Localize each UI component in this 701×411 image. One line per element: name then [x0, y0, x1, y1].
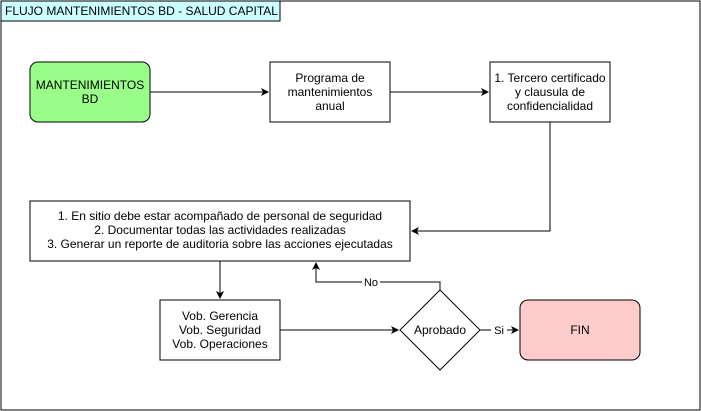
edge-label-no-text: No [364, 277, 378, 289]
node-start-line-1: MANTENIMIENTOS [36, 78, 144, 92]
edge-label-no-bg [362, 275, 380, 289]
node-start-line-2: BD [82, 92, 99, 106]
title-box [0, 0, 281, 22]
node-end[interactable]: FIN [519, 299, 641, 361]
node-decision[interactable]: Aprobado [399, 289, 481, 371]
node-requirements-line-2: 2. Documentar todas las actividades real… [94, 223, 345, 237]
title-label: FLUJO MANTENIMIENTOS BD - SALUD CAPITAL [5, 4, 278, 18]
node-requirements-box [29, 200, 411, 262]
edge-label-yes-text: Si [494, 325, 504, 337]
node-program-line-1: Programa de [295, 71, 365, 85]
node-requirements-line-1: 1. En sitio debe estar acompañado de per… [58, 209, 382, 223]
node-third-party-box [489, 61, 611, 123]
node-requirements-line-3: 3. Generar un reporte de auditoria sobre… [47, 237, 393, 251]
node-approvals[interactable]: Vob. Gerencia Vob. Seguridad Vob. Operac… [159, 299, 281, 361]
node-third-party-line-2: y clausula de [515, 85, 585, 99]
edge-label-no: No [362, 275, 380, 289]
edge-label-yes: Si [491, 323, 507, 337]
edge-third-party-to-requirements [411, 122, 551, 235]
node-requirements[interactable]: 1. En sitio debe estar acompañado de per… [29, 200, 411, 262]
node-start[interactable]: MANTENIMIENTOS BD [29, 61, 151, 123]
node-end-box [519, 299, 641, 361]
node-program-line-2: mantenimientos [288, 85, 373, 99]
diagram-title: FLUJO MANTENIMIENTOS BD - SALUD CAPITAL [0, 0, 281, 22]
node-program-line-3: anual [315, 99, 344, 113]
edge-label-yes-bg [491, 323, 507, 337]
node-approvals-box [159, 299, 281, 361]
node-approvals-line-3: Vob. Operaciones [172, 337, 267, 351]
node-approvals-line-2: Vob. Seguridad [179, 323, 261, 337]
node-third-party-line-3: confidencialidad [507, 99, 593, 113]
node-third-party-line-1: 1. Tercero certificado [494, 71, 605, 85]
node-end-label: FIN [570, 323, 589, 337]
node-program[interactable]: Programa de mantenimientos anual [269, 61, 391, 123]
node-third-party[interactable]: 1. Tercero certificado y clausula de con… [489, 61, 611, 123]
node-decision-label: Aprobado [414, 323, 466, 337]
node-decision-diamond [399, 289, 481, 371]
node-approvals-line-1: Vob. Gerencia [182, 309, 258, 323]
